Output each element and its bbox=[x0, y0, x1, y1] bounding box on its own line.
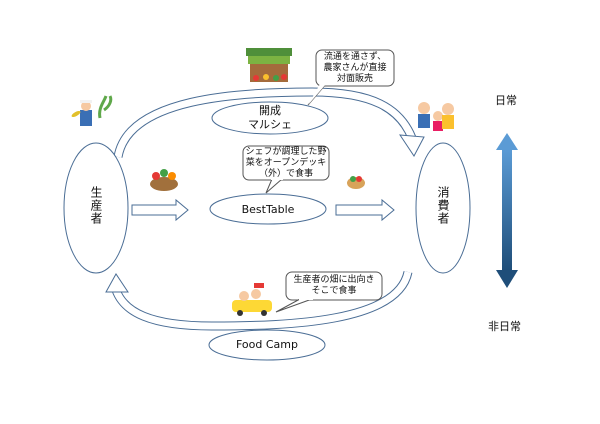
foodcamp-flow-arrow bbox=[105, 270, 413, 331]
scale-top-label: 日常 bbox=[495, 94, 517, 107]
marche-label: 開成 マルシェ bbox=[220, 104, 320, 132]
farmer-icon bbox=[71, 95, 113, 126]
marche-callout-line-3: 対面販売 bbox=[336, 74, 373, 84]
foodcamp-callout-text: 生産者の畑に出向き そこで食事 bbox=[288, 275, 380, 297]
family-icon bbox=[418, 102, 454, 131]
besttable-node bbox=[209, 193, 327, 225]
producer-node bbox=[63, 142, 129, 274]
market-stall-icon bbox=[246, 48, 292, 82]
scale-double-arrow bbox=[496, 133, 518, 288]
besttable-callout-bubble bbox=[242, 145, 330, 194]
producer-label: 生産者 bbox=[89, 186, 103, 225]
consumer-label: 消費者 bbox=[436, 186, 450, 225]
marche-callout-line-1: 流通を通さず、 bbox=[323, 52, 387, 62]
besttable-label: BestTable bbox=[241, 203, 295, 216]
foodcamp-node bbox=[208, 329, 326, 361]
producer-to-besttable-arrow bbox=[131, 198, 189, 222]
foodcamp-callout-line-2: そこで食事 bbox=[311, 286, 357, 296]
besttable-callout-line-2: 菜をオープンデッキ bbox=[245, 158, 327, 168]
foodcamp-label: Food Camp bbox=[236, 338, 298, 351]
marche-node bbox=[211, 101, 329, 135]
besttable-callout-line-3: （外）で食事 bbox=[258, 169, 313, 179]
marche-callout-bubble bbox=[307, 49, 395, 106]
marche-label-line-1: 開成 bbox=[259, 104, 281, 117]
foodcamp-callout-bubble bbox=[275, 271, 383, 313]
salad-icon bbox=[347, 176, 365, 189]
marche-callout-text: 流通を通さず、 農家さんが直接 対面販売 bbox=[318, 52, 392, 85]
marche-callout-line-2: 農家さんが直接 bbox=[323, 63, 387, 73]
besttable-to-consumer-arrow bbox=[335, 198, 395, 222]
besttable-callout-text: シェフが調理した野 菜をオープンデッキ （外）で食事 bbox=[245, 147, 327, 180]
consumer-node bbox=[415, 142, 471, 274]
vegetable-basket-icon bbox=[150, 169, 178, 191]
foodcamp-callout-line-1: 生産者の畑に出向き bbox=[293, 275, 375, 285]
marche-label-line-2: マルシェ bbox=[248, 118, 292, 131]
scale-bottom-label: 非日常 bbox=[488, 320, 521, 333]
besttable-callout-line-1: シェフが調理した野 bbox=[245, 147, 327, 157]
marche-flow-arrow bbox=[113, 87, 425, 159]
taxi-family-icon bbox=[232, 283, 272, 316]
